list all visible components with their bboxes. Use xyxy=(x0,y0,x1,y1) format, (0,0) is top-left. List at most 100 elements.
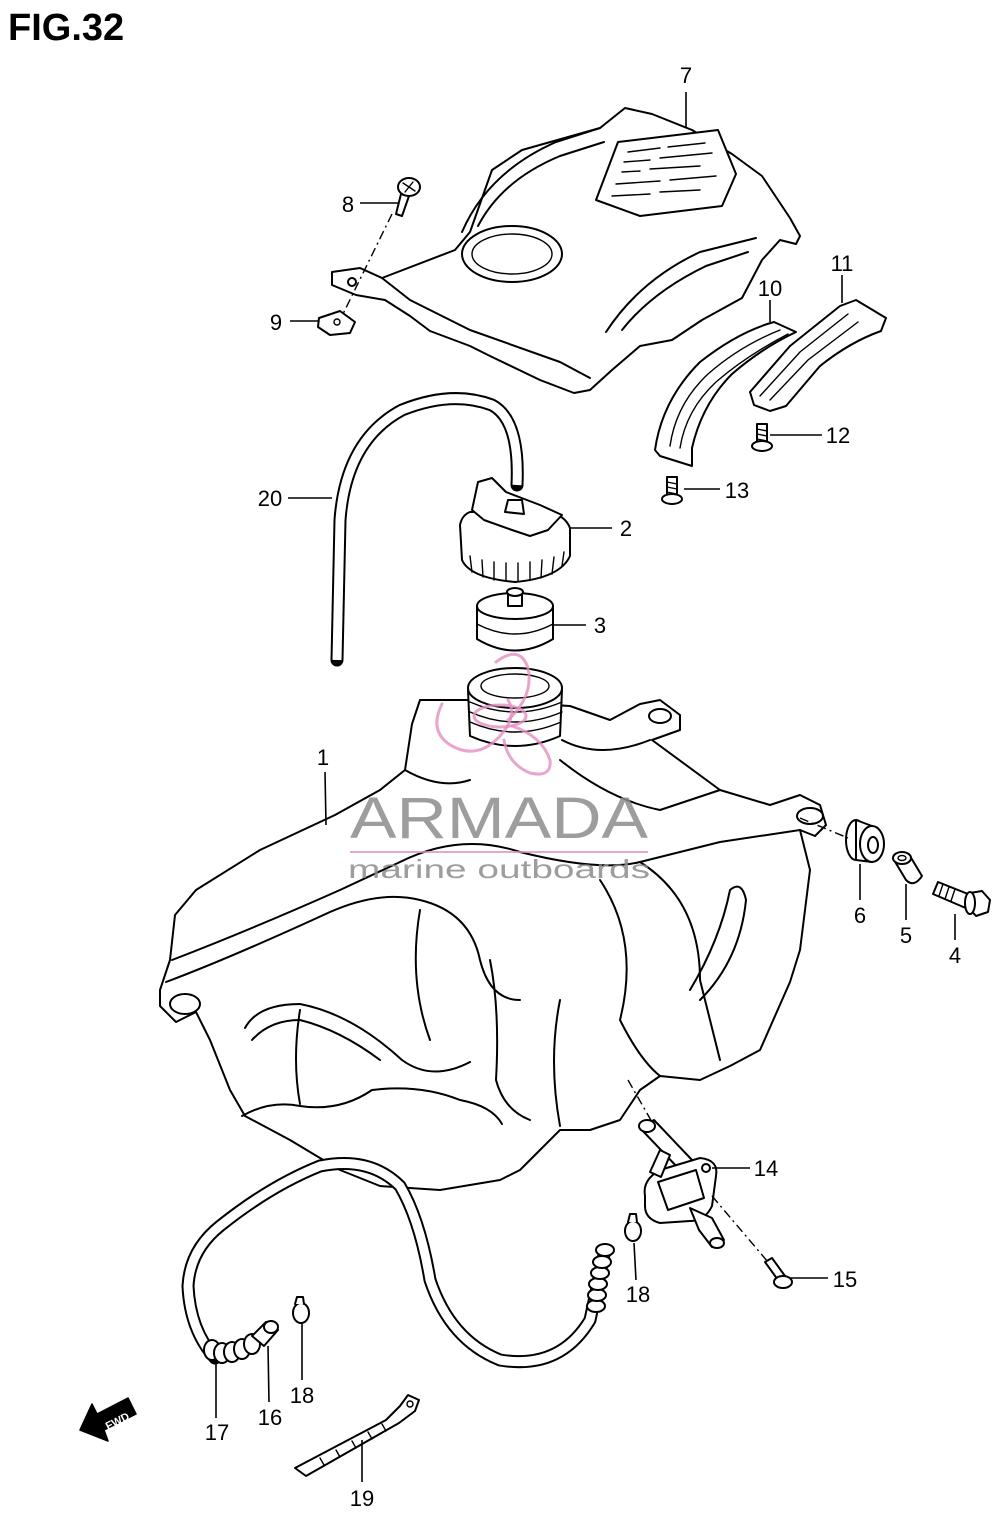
strap-11-groove xyxy=(759,313,859,401)
part-6-grommet xyxy=(845,819,885,863)
tank-outline xyxy=(159,699,827,1191)
hose-17-outer xyxy=(181,1157,612,1369)
part-4-bolt xyxy=(932,881,991,917)
tank-mount-ear-left xyxy=(169,993,201,1015)
clamp-ring xyxy=(624,1220,642,1242)
part-8-screw xyxy=(395,177,421,217)
hose-17-inner xyxy=(183,1159,610,1367)
fuel-cock-nipple xyxy=(649,1149,671,1178)
bolt-13-head xyxy=(661,493,683,505)
part-3-cap-insert xyxy=(476,587,554,652)
callout-2: 2 xyxy=(620,516,632,541)
insert-nipple-top xyxy=(506,587,524,597)
part-17-fuel-hose xyxy=(181,1157,615,1369)
bolt-13-thread xyxy=(666,481,678,495)
watermark: ARMADA marine outboards xyxy=(348,652,650,884)
part-14-fuel-cock xyxy=(638,1119,725,1249)
leader-16 xyxy=(267,1345,270,1403)
bolt-12-head xyxy=(751,440,773,452)
part-10-strap xyxy=(654,321,797,467)
clip-nut-hole xyxy=(333,318,341,326)
bolt-12-thread xyxy=(756,428,768,442)
screw-15-head xyxy=(773,1275,793,1289)
alignment-line-fuel-cock-screw xyxy=(711,1195,769,1263)
callout-16: 16 xyxy=(258,1405,282,1430)
corrugation xyxy=(592,1255,612,1269)
cover-filler-ring xyxy=(471,233,553,275)
tank-upper-contour xyxy=(404,739,721,811)
callout-18-right: 18 xyxy=(626,1282,650,1307)
part-18-clamp-left xyxy=(292,1296,310,1324)
callout-14: 14 xyxy=(754,1156,778,1181)
tank-groove-1 xyxy=(295,1009,301,1105)
screw-shank xyxy=(395,193,410,217)
tank-belt-line xyxy=(171,829,801,961)
corrugation xyxy=(595,1243,615,1257)
leader-lines xyxy=(215,92,956,1482)
callout-3: 3 xyxy=(594,613,606,638)
part-2-fuel-cap xyxy=(459,477,571,583)
tie-head-hole xyxy=(406,1400,414,1408)
tank-right-contour xyxy=(639,861,721,1061)
callout-18-left: 18 xyxy=(290,1383,314,1408)
fuel-cock-stem-end xyxy=(638,1119,656,1133)
tank-groove-3 xyxy=(489,959,531,1121)
logo-loop-right xyxy=(502,724,552,776)
clamp-ring xyxy=(292,1302,310,1324)
figure-title: FIG.32 xyxy=(8,7,124,49)
bolt-4-washer xyxy=(964,891,976,915)
bolt-4-thread xyxy=(938,883,956,902)
callout-7: 7 xyxy=(680,63,692,88)
tank-filler-inner xyxy=(480,673,550,699)
cover-rib-left-inner xyxy=(477,141,605,227)
clamp-tab xyxy=(627,1213,638,1223)
watermark-brand: ARMADA xyxy=(350,786,648,851)
callout-19: 19 xyxy=(350,1486,374,1511)
alignment-line-tank-fuel-cock xyxy=(627,1079,653,1123)
hose-17-corrugated-right xyxy=(586,1243,615,1313)
alignment-line-tank-grommet xyxy=(799,817,849,839)
callout-15: 15 xyxy=(833,1267,857,1292)
callout-20: 20 xyxy=(258,486,282,511)
grommet-hole xyxy=(867,836,879,854)
callout-12: 12 xyxy=(826,423,850,448)
fuel-cock-valve-body xyxy=(657,1169,705,1211)
callout-6: 6 xyxy=(854,903,866,928)
part-7-cover-plate xyxy=(331,107,801,394)
tank-groove-2 xyxy=(414,909,431,1041)
tank-groove-5 xyxy=(599,879,661,1077)
tie-body xyxy=(294,1394,420,1477)
cover-front-edge xyxy=(381,277,591,379)
tank-bottom-contour xyxy=(241,1087,503,1125)
logo-loop-top xyxy=(494,652,531,722)
part-12-bolt xyxy=(751,423,773,452)
callout-17: 17 xyxy=(205,1420,229,1445)
cover-filler-opening xyxy=(461,225,563,283)
leader-1 xyxy=(324,771,327,826)
cover-rib-right-inner xyxy=(621,251,749,331)
tank-side-contour xyxy=(165,895,521,1001)
clamp-tab xyxy=(294,1296,305,1305)
callout-9: 9 xyxy=(270,310,282,335)
callout-labels: 7 8 9 10 11 12 13 20 2 3 1 6 5 4 14 15 1… xyxy=(205,63,961,1511)
callout-13: 13 xyxy=(725,478,749,503)
callout-8: 8 xyxy=(342,192,354,217)
strap-10-groove xyxy=(669,329,789,449)
tank-cutout-left xyxy=(244,1003,471,1073)
fuel-cock-screw-hole xyxy=(701,1163,711,1173)
part-15-screw xyxy=(764,1257,793,1289)
tank-mount-ear-top xyxy=(648,708,672,724)
callout-5: 5 xyxy=(900,923,912,948)
cover-decal-text xyxy=(611,142,717,197)
part-9-clip-nut xyxy=(317,310,356,336)
part-18-clamp-right xyxy=(624,1213,642,1242)
tie-teeth xyxy=(319,1423,387,1466)
fwd-arrow-icon xyxy=(79,1397,137,1442)
tank-cutout-inner xyxy=(251,1019,381,1061)
insert-ring xyxy=(476,623,554,635)
callout-10: 10 xyxy=(758,276,782,301)
hose-end-mouth xyxy=(263,1320,279,1334)
cover-rib-left xyxy=(461,127,601,233)
screw-cross-slot xyxy=(402,181,416,193)
